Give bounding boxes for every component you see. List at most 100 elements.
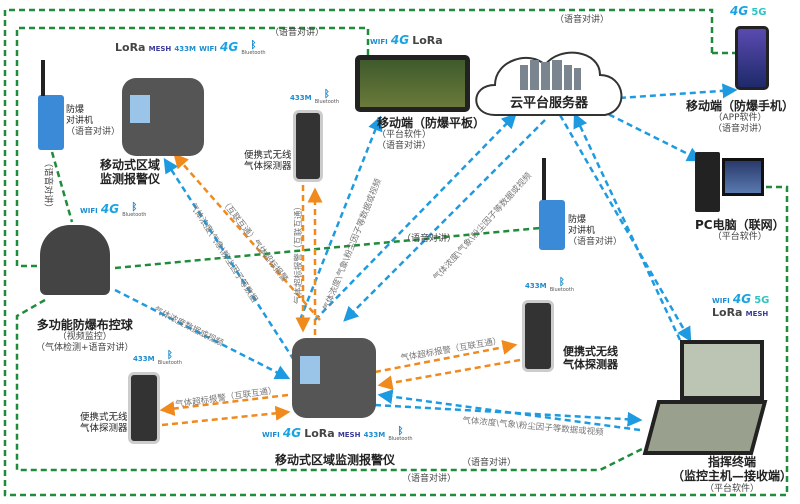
data-line bbox=[298, 115, 383, 321]
5g-badge: 5G bbox=[754, 295, 770, 306]
mesh-badge: MESH bbox=[148, 45, 172, 53]
bluetooth-icon: ᛒ bbox=[323, 89, 330, 100]
link-label-alarm: 气体超标报警（互联互通） bbox=[293, 202, 304, 305]
lora-badge: LoRa bbox=[115, 41, 146, 54]
bluetooth-label: Bluetooth bbox=[549, 287, 574, 293]
command-terminal-image bbox=[680, 340, 764, 400]
terminal-label: 指挥终端（监控主机—接收端）（平台软件） bbox=[672, 455, 793, 494]
alarm-line bbox=[377, 358, 521, 391]
link-label-voice: （语音对讲） bbox=[270, 28, 325, 38]
tablet-image bbox=[355, 55, 470, 112]
433m-badge: 433M bbox=[363, 431, 386, 439]
data-line bbox=[599, 108, 703, 162]
mesh-badge: MESH bbox=[337, 431, 361, 439]
433m-badge: 433M bbox=[174, 45, 196, 53]
command-terminal-base bbox=[642, 400, 768, 455]
walkie-left-image bbox=[38, 95, 64, 150]
data-line bbox=[314, 113, 517, 321]
alarm-line bbox=[374, 340, 518, 374]
portable-top-label: 便携式无线气体探测器 bbox=[244, 150, 292, 173]
monitor-center-screen bbox=[300, 356, 320, 384]
link-label-voice: （语音对讲） bbox=[555, 15, 610, 25]
cloud-icon bbox=[475, 51, 623, 116]
voice-line-inner bbox=[15, 26, 370, 268]
walkie-mid-image bbox=[539, 200, 565, 250]
walkie-mid-label: 防爆对讲机（语音对讲） bbox=[568, 215, 623, 247]
portable-left-label: 便携式无线气体探测器 bbox=[80, 412, 128, 435]
pc-image bbox=[695, 152, 720, 212]
portable-right-label: 便携式无线气体探测器 bbox=[563, 345, 618, 372]
monitor-top-screen bbox=[130, 95, 150, 123]
data-line bbox=[163, 157, 312, 386]
phone-badges: 4G 5G bbox=[730, 4, 767, 18]
data-line bbox=[573, 112, 682, 341]
cloud-label: 云平台服务器 bbox=[510, 96, 589, 111]
link-label-voice: （语音对讲） bbox=[42, 158, 53, 213]
data-line bbox=[558, 114, 692, 343]
portable-top-image bbox=[293, 110, 323, 182]
5g-badge: 5G bbox=[751, 7, 767, 18]
voice-line-bottom bbox=[15, 298, 661, 472]
4g-badge: 4G bbox=[730, 4, 749, 18]
phone-label: 移动端（防爆手机）（APP软件）（语音对讲） bbox=[686, 99, 795, 135]
bluetooth-label: Bluetooth bbox=[122, 212, 147, 218]
433m-badge: 433M bbox=[133, 355, 155, 363]
lora-badge: LoRa bbox=[412, 34, 443, 47]
walkie-left-antenna bbox=[41, 60, 45, 96]
data-line bbox=[377, 389, 641, 432]
walkie-mid-antenna bbox=[542, 158, 546, 200]
tablet-badges: WIFI 4G LoRa bbox=[370, 33, 443, 47]
433m-badge: 433M bbox=[525, 282, 547, 290]
walkie-left-label: 防爆对讲机（语音对讲） bbox=[66, 105, 121, 137]
bluetooth-icon: ᛒ bbox=[397, 426, 404, 437]
alarm-line bbox=[173, 153, 321, 321]
wifi-badge: WIFI bbox=[262, 431, 280, 439]
bluetooth-label: Bluetooth bbox=[241, 50, 266, 56]
alarm-line bbox=[159, 393, 289, 416]
wifi-badge: WIFI bbox=[712, 297, 730, 305]
4g-badge: 4G bbox=[732, 292, 752, 306]
pc-label: PC电脑（联网）（平台软件） bbox=[695, 218, 785, 243]
monitor-top-label: 移动式区域监测报警仪 bbox=[100, 158, 161, 187]
monitor-center-label: 移动式区域监测报警仪 bbox=[275, 453, 396, 467]
bluetooth-label: Bluetooth bbox=[157, 360, 182, 366]
lora-badge: LoRa bbox=[304, 427, 335, 440]
bluetooth-icon: ᛒ bbox=[166, 350, 173, 361]
tablet-label: 移动端（防爆平板）（平台软件）（语音对讲） bbox=[377, 116, 486, 152]
433m-badge: 433M bbox=[290, 94, 312, 102]
bluetooth-label: Bluetooth bbox=[388, 436, 413, 442]
data-line bbox=[114, 288, 291, 380]
voice-line-outer bbox=[3, 8, 789, 497]
bluetooth-label: Bluetooth bbox=[314, 99, 339, 105]
bluetooth-icon: ᛒ bbox=[250, 40, 257, 51]
lora-badge: LoRa bbox=[712, 306, 743, 319]
voice-line-walkie bbox=[50, 151, 74, 223]
mesh-badge: MESH bbox=[745, 310, 769, 318]
wifi-badge: WIFI bbox=[199, 45, 217, 53]
4g-badge: 4G bbox=[100, 202, 120, 216]
4g-badge: 4G bbox=[219, 40, 239, 54]
4g-badge: 4G bbox=[390, 33, 410, 47]
terminal-badges: WIFI 4G 5G LoRa MESH bbox=[712, 292, 769, 319]
pc-monitor-image bbox=[722, 158, 764, 196]
link-label-voice: （语音对讲） bbox=[402, 474, 457, 484]
wifi-badge: WIFI bbox=[80, 207, 98, 215]
portable-right-image bbox=[522, 300, 554, 372]
voice-line-mid bbox=[114, 226, 541, 270]
dome-label: 多功能防爆布控球（视频监控）（气体检测+语音对讲） bbox=[36, 318, 134, 354]
4g-badge: 4G bbox=[282, 426, 302, 440]
portable-left-image bbox=[128, 372, 160, 444]
